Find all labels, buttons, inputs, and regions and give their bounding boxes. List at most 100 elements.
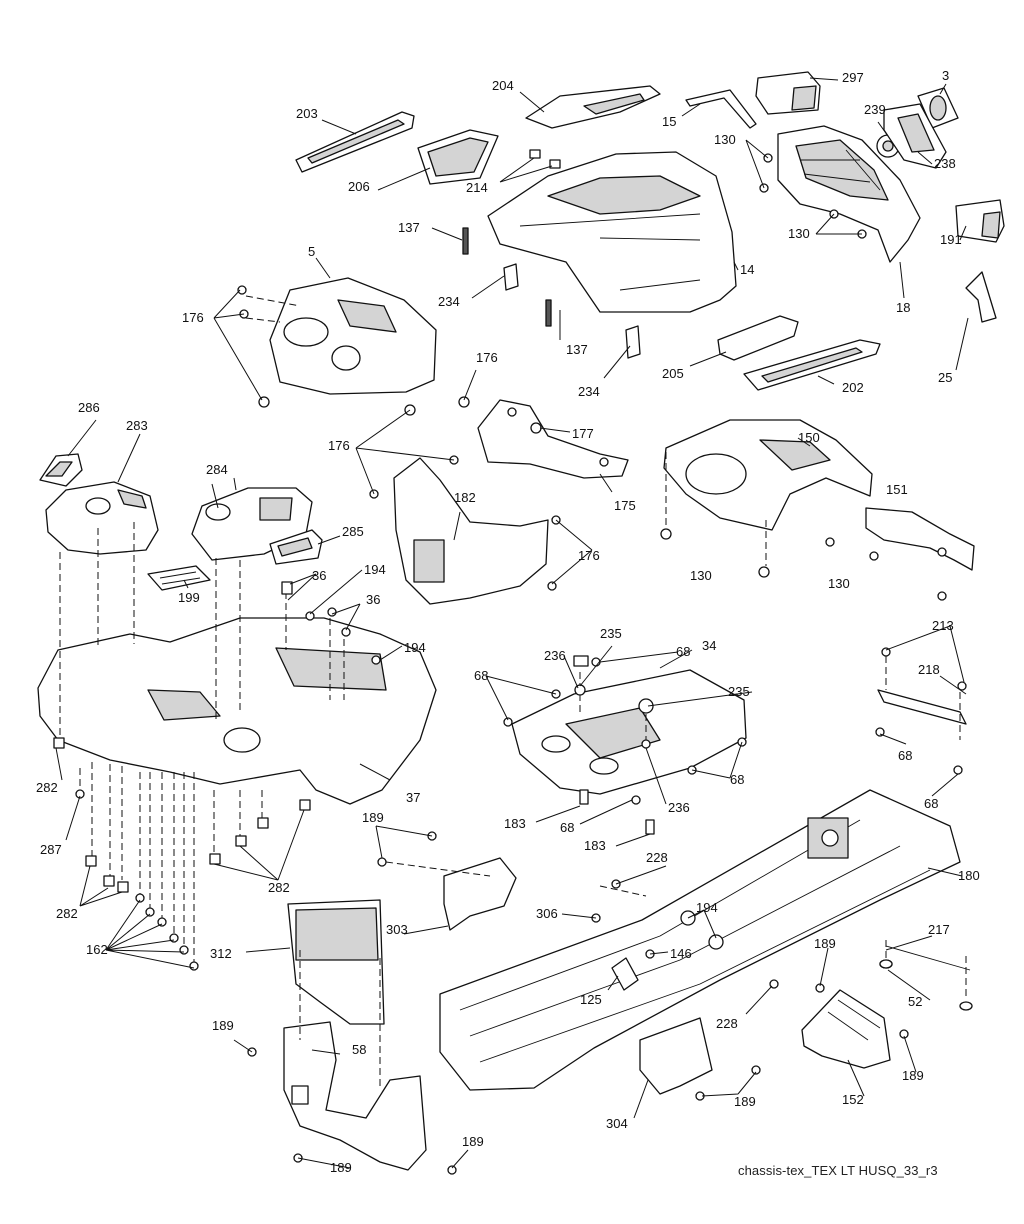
part-304: [639, 1017, 713, 1095]
callout-217: 217: [928, 922, 950, 937]
part-297: [755, 71, 821, 115]
callout-176-d: 176: [578, 548, 600, 563]
callout-194-a: 194: [364, 562, 386, 577]
callout-177: 177: [572, 426, 594, 441]
part-182: [393, 457, 549, 605]
callout-52: 52: [908, 994, 922, 1009]
callout-146: 146: [670, 946, 692, 961]
part-199: [147, 565, 211, 591]
callout-189-f: 189: [462, 1134, 484, 1149]
drawing-reference-caption: chassis-tex_TEX LT HUSQ_33_r3: [738, 1163, 938, 1178]
callout-234-b: 234: [578, 384, 600, 399]
callout-5: 5: [308, 244, 315, 259]
part-204: [525, 85, 661, 129]
part-34: [511, 669, 747, 795]
part-234-a: [503, 263, 519, 291]
callout-205: 205: [662, 366, 684, 381]
callout-189-e: 189: [734, 1094, 756, 1109]
callout-labels: 203 206 204 15 297 3 239 238 130 130 214…: [36, 68, 980, 1175]
callout-68-b: 68: [474, 668, 488, 683]
callout-68-a: 68: [676, 644, 690, 659]
part-151: [865, 507, 975, 571]
part-18: [777, 125, 921, 263]
callout-234-a: 234: [438, 294, 460, 309]
part-15: [685, 89, 757, 129]
callout-68-d: 68: [898, 748, 912, 763]
callout-238: 238: [934, 156, 956, 171]
callout-282-a: 282: [36, 780, 58, 795]
callout-189-b: 189: [814, 936, 836, 951]
callout-282-b: 282: [268, 880, 290, 895]
part-37: [37, 617, 437, 805]
callout-284: 284: [206, 462, 228, 477]
callout-303: 303: [386, 922, 408, 937]
part-150: [663, 419, 873, 531]
part-218: [877, 689, 967, 725]
callout-176-c: 176: [328, 438, 350, 453]
callout-297: 297: [842, 70, 864, 85]
callout-137-b: 137: [566, 342, 588, 357]
callout-304: 304: [606, 1116, 628, 1131]
callout-206: 206: [348, 179, 370, 194]
callout-214: 214: [466, 180, 488, 195]
callout-312: 312: [210, 946, 232, 961]
callout-189-g: 189: [330, 1160, 352, 1175]
part-205: [717, 315, 799, 361]
part-137-a: [462, 227, 469, 255]
callout-36-a: 36: [312, 568, 326, 583]
callout-58: 58: [352, 1042, 366, 1057]
callout-25: 25: [938, 370, 952, 385]
callout-285: 285: [342, 524, 364, 539]
callout-180: 180: [958, 868, 980, 883]
callout-14: 14: [740, 262, 754, 277]
callout-130-a: 130: [714, 132, 736, 147]
callout-218: 218: [918, 662, 940, 677]
callout-286: 286: [78, 400, 100, 415]
callout-162: 162: [86, 942, 108, 957]
callout-68-e: 68: [924, 796, 938, 811]
part-217: [879, 945, 973, 1011]
callout-183-b: 183: [584, 838, 606, 853]
callout-183-a: 183: [504, 816, 526, 831]
callout-15: 15: [662, 114, 676, 129]
part-191: [955, 199, 1005, 243]
callout-68-c: 68: [730, 772, 744, 787]
callout-189-a: 189: [362, 810, 384, 825]
part-58: [283, 1021, 427, 1171]
callout-213: 213: [932, 618, 954, 633]
callout-130-b: 130: [788, 226, 810, 241]
part-285: [269, 529, 323, 565]
part-202: [743, 339, 881, 391]
callout-137-a: 137: [398, 220, 420, 235]
callout-3: 3: [942, 68, 949, 83]
part-286: [39, 453, 83, 487]
callout-236-b: 236: [668, 800, 690, 815]
callout-176-a: 176: [182, 310, 204, 325]
callout-203: 203: [296, 106, 318, 121]
part-303: [443, 857, 517, 931]
callout-68-f: 68: [560, 820, 574, 835]
part-206: [417, 129, 499, 185]
part-25: [965, 271, 997, 323]
callout-235-b: 235: [728, 684, 750, 699]
part-180: [439, 789, 961, 1091]
part-214: [529, 149, 561, 169]
callout-189-c: 189: [212, 1018, 234, 1033]
callout-34: 34: [702, 638, 716, 653]
part-203: [295, 111, 415, 173]
callout-194-c: 194: [696, 900, 718, 915]
callout-125: 125: [580, 992, 602, 1007]
callout-130-d: 130: [828, 576, 850, 591]
callout-150: 150: [798, 430, 820, 445]
part-238: [883, 103, 947, 169]
callout-18: 18: [896, 300, 910, 315]
callout-189-d: 189: [902, 1068, 924, 1083]
part-137-b: [545, 299, 552, 327]
callout-175: 175: [614, 498, 636, 513]
callout-36-b: 36: [366, 592, 380, 607]
part-312: [287, 899, 385, 1025]
callout-151: 151: [886, 482, 908, 497]
part-152: [801, 989, 891, 1069]
callout-202: 202: [842, 380, 864, 395]
